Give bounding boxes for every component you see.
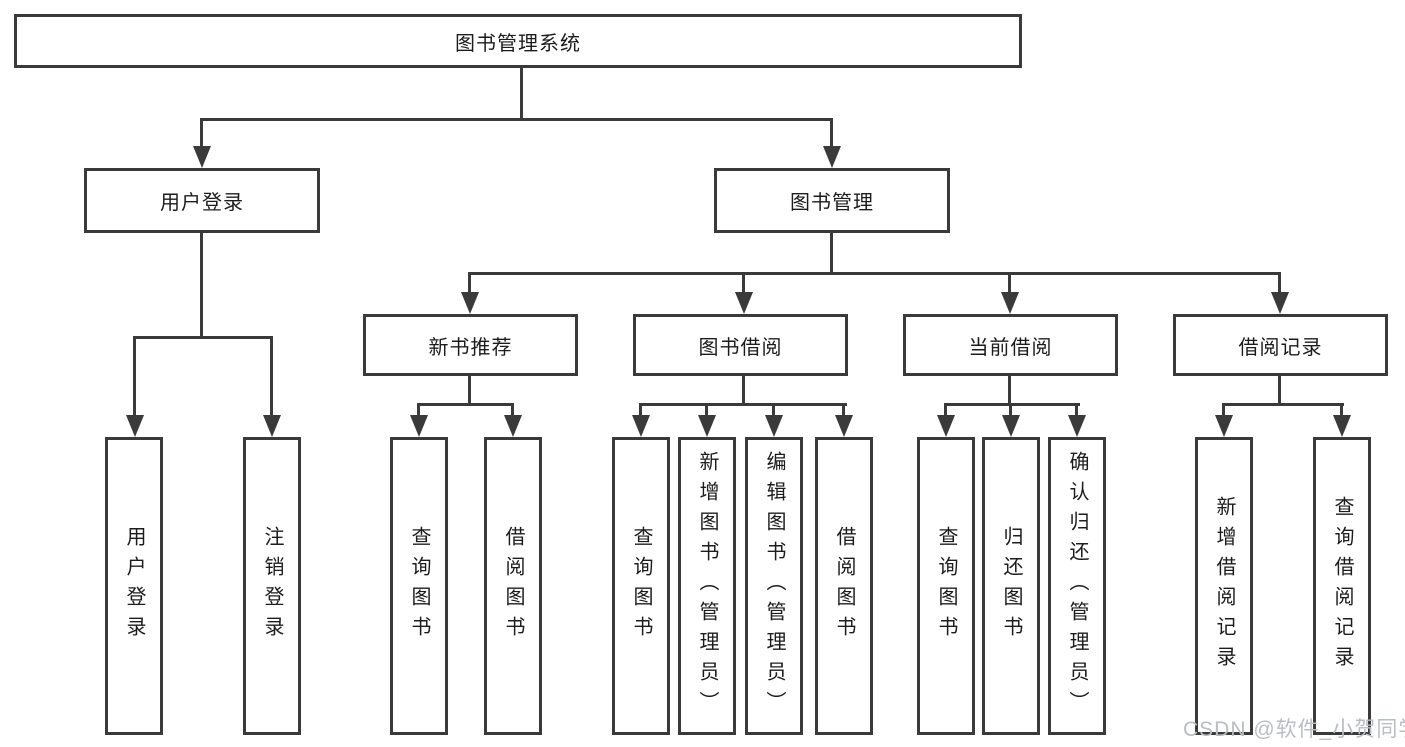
node-book-borrow: 图书借阅 bbox=[633, 314, 848, 376]
arrow-down-icon bbox=[1333, 415, 1351, 437]
connector-line bbox=[742, 376, 745, 405]
arrow-down-icon bbox=[765, 415, 783, 437]
connector-line bbox=[830, 233, 833, 274]
connector-line bbox=[133, 336, 273, 339]
node-user-login-label: 用户登录 bbox=[160, 192, 244, 214]
connector-line bbox=[639, 403, 847, 406]
connector-line bbox=[1222, 403, 1225, 417]
connector-line bbox=[1008, 272, 1011, 294]
arrow-down-icon bbox=[193, 146, 211, 168]
arrow-down-icon bbox=[410, 415, 428, 437]
connector-line bbox=[742, 272, 745, 294]
leaf-borrow-query-books-label: 查询图书 bbox=[630, 526, 652, 646]
connector-line bbox=[1278, 272, 1281, 294]
node-current-borrow-label: 当前借阅 bbox=[968, 336, 1053, 359]
leaf-newbook-query-books-label: 查询图书 bbox=[408, 526, 430, 646]
node-borrow-records: 借阅记录 bbox=[1173, 314, 1388, 376]
connector-line bbox=[944, 403, 1080, 406]
node-root-system: 图书管理系统 bbox=[14, 14, 1022, 68]
leaf-add-borrow-record: 新增借阅记录 bbox=[1195, 437, 1253, 735]
leaf-add-borrow-record-label: 新增借阅记录 bbox=[1213, 496, 1235, 676]
node-book-management-label: 图书管理 bbox=[790, 192, 874, 214]
leaf-edit-book-admin-label: 编辑图书（管理员） bbox=[763, 451, 785, 721]
leaf-borrow-books-label: 借阅图书 bbox=[833, 526, 855, 646]
arrow-down-icon bbox=[126, 415, 144, 437]
connector-line bbox=[133, 336, 136, 416]
leaf-newbook-borrow-books-label: 借阅图书 bbox=[502, 526, 524, 646]
arrow-down-icon bbox=[735, 292, 753, 314]
node-new-book-recommend: 新书推荐 bbox=[363, 314, 578, 376]
connector-line bbox=[468, 376, 471, 405]
arrow-down-icon bbox=[1001, 292, 1019, 314]
arrow-down-icon bbox=[937, 415, 955, 437]
leaf-return-books-label: 归还图书 bbox=[1000, 526, 1022, 646]
leaf-borrow-query-books: 查询图书 bbox=[612, 437, 670, 735]
leaf-confirm-return-admin-label: 确认归还（管理员） bbox=[1066, 451, 1088, 721]
leaf-edit-book-admin: 编辑图书（管理员） bbox=[745, 437, 803, 735]
leaf-logout-label: 注销登录 bbox=[261, 526, 283, 646]
watermark: CSDN @软件_小贺同学 bbox=[1183, 718, 1405, 741]
node-new-book-recommend-label: 新书推荐 bbox=[428, 336, 513, 359]
connector-line bbox=[200, 118, 203, 148]
arrow-down-icon bbox=[698, 415, 716, 437]
connector-line bbox=[772, 403, 775, 417]
leaf-query-borrow-record-label: 查询借阅记录 bbox=[1331, 496, 1353, 676]
connector-line bbox=[520, 67, 523, 118]
connector-line bbox=[468, 272, 1281, 275]
arrow-down-icon bbox=[1215, 415, 1233, 437]
connector-line bbox=[417, 403, 514, 406]
connector-line bbox=[1009, 403, 1012, 417]
connector-line bbox=[639, 403, 642, 417]
leaf-current-query-books-label: 查询图书 bbox=[935, 526, 957, 646]
arrow-down-icon bbox=[263, 415, 281, 437]
leaf-add-book-admin: 新增图书（管理员） bbox=[678, 437, 736, 735]
connector-line bbox=[200, 233, 203, 338]
connector-line bbox=[705, 403, 708, 417]
node-user-login: 用户登录 bbox=[84, 168, 320, 233]
arrow-down-icon bbox=[632, 415, 650, 437]
arrow-down-icon bbox=[1271, 292, 1289, 314]
arrow-down-icon bbox=[1068, 415, 1086, 437]
connector-line bbox=[830, 118, 833, 148]
leaf-add-book-admin-label: 新增图书（管理员） bbox=[696, 451, 718, 721]
leaf-query-borrow-record: 查询借阅记录 bbox=[1313, 437, 1371, 735]
connector-line bbox=[511, 403, 514, 417]
connector-line bbox=[1278, 376, 1281, 405]
leaf-user-login-label: 用户登录 bbox=[123, 526, 145, 646]
leaf-current-query-books: 查询图书 bbox=[917, 437, 975, 735]
connector-line bbox=[417, 403, 420, 417]
connector-line bbox=[842, 403, 845, 417]
connector-line bbox=[1340, 403, 1343, 417]
leaf-borrow-books: 借阅图书 bbox=[815, 437, 873, 735]
leaf-return-books: 归还图书 bbox=[982, 437, 1040, 735]
leaf-user-login: 用户登录 bbox=[105, 437, 163, 735]
connector-line bbox=[200, 118, 833, 121]
connector-line bbox=[1075, 403, 1078, 417]
leaf-logout: 注销登录 bbox=[243, 437, 301, 735]
arrow-down-icon bbox=[1002, 415, 1020, 437]
connector-line bbox=[270, 336, 273, 416]
arrow-down-icon bbox=[504, 415, 522, 437]
node-book-management: 图书管理 bbox=[714, 168, 950, 233]
leaf-confirm-return-admin: 确认归还（管理员） bbox=[1048, 437, 1106, 735]
node-book-borrow-label: 图书借阅 bbox=[698, 336, 783, 359]
connector-line bbox=[468, 272, 471, 294]
node-root-label: 图书管理系统 bbox=[455, 32, 581, 55]
node-borrow-records-label: 借阅记录 bbox=[1238, 336, 1323, 359]
node-current-borrow: 当前借阅 bbox=[903, 314, 1118, 376]
connector-line bbox=[1222, 403, 1344, 406]
leaf-newbook-borrow-books: 借阅图书 bbox=[484, 437, 542, 735]
arrow-down-icon bbox=[835, 415, 853, 437]
arrow-down-icon bbox=[461, 292, 479, 314]
arrow-down-icon bbox=[823, 146, 841, 168]
connector-line bbox=[1008, 376, 1011, 405]
connector-line bbox=[944, 403, 947, 417]
leaf-newbook-query-books: 查询图书 bbox=[390, 437, 448, 735]
